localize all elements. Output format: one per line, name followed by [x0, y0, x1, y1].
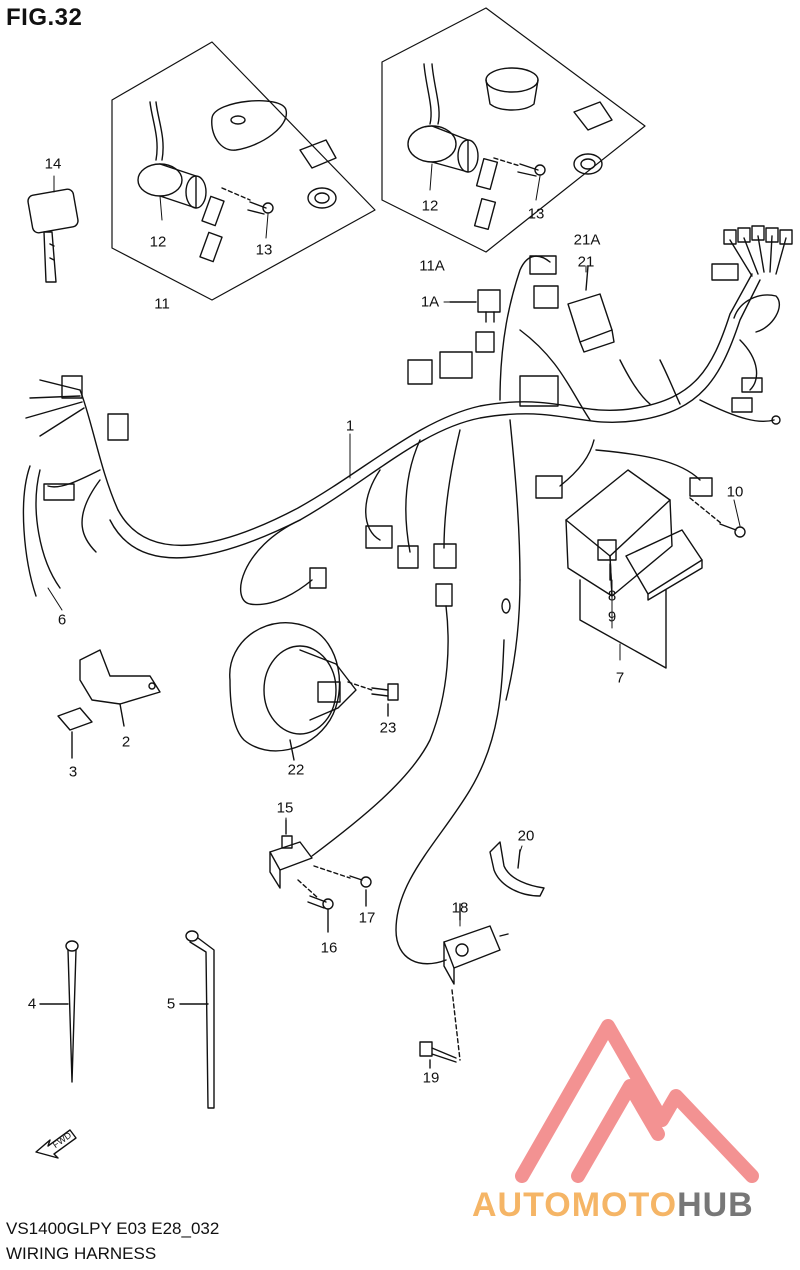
callout-3: 3	[68, 763, 78, 781]
callout-7: 7	[615, 669, 625, 687]
relay-21	[567, 265, 615, 353]
callout-18: 18	[451, 899, 469, 917]
switch-15	[269, 583, 453, 899]
fuse-1A	[449, 289, 501, 323]
ignition-switch-12b	[407, 63, 521, 231]
screw-13b	[517, 163, 546, 177]
bracket-2	[79, 649, 161, 727]
cable-tie-5	[179, 930, 215, 1109]
kit-box-11	[111, 41, 376, 301]
watermark-text-gray: HUB	[677, 1186, 754, 1224]
callout-2: 2	[121, 733, 131, 751]
pad-3	[57, 707, 93, 759]
fwd-arrow-icon	[35, 1129, 77, 1159]
clamp-20	[489, 841, 545, 897]
callout-17: 17	[358, 909, 376, 927]
watermark-text-colored: AUTOMOTO	[472, 1186, 678, 1224]
bolt-23	[371, 683, 399, 717]
callout-19: 19	[422, 1069, 440, 1087]
callout-14: 14	[44, 155, 62, 173]
screw-13a	[247, 201, 274, 215]
figure-title: FIG.32	[6, 4, 83, 31]
horn-22	[229, 622, 373, 761]
callout-9: 9	[607, 608, 617, 626]
callout-13a: 13	[255, 241, 273, 259]
regulator-7	[565, 469, 703, 669]
main-wiring-harness-1	[22, 225, 793, 606]
connector-8-9	[597, 539, 617, 581]
callout-10: 10	[726, 483, 744, 501]
key-14	[27, 188, 79, 283]
callout-12a: 12	[149, 233, 167, 251]
callout-16: 16	[320, 939, 338, 957]
callout-12b: 12	[421, 197, 439, 215]
leader-lines	[47, 163, 741, 927]
callout-21: 21	[577, 253, 595, 271]
callout-1A: 1A	[420, 293, 440, 311]
section-name: WIRING HARNESS	[6, 1244, 157, 1263]
callout-6: 6	[57, 611, 67, 629]
callout-11: 11	[154, 295, 170, 313]
screw-10	[689, 497, 746, 538]
callout-1: 1	[345, 417, 355, 435]
screw-16	[307, 895, 334, 933]
callout-20: 20	[517, 827, 535, 845]
cable-tie-4	[39, 940, 79, 1083]
watermark-text: AUTOMOTOHUB	[472, 1186, 754, 1225]
kit-box-11A	[381, 7, 646, 253]
callout-22: 22	[287, 761, 305, 779]
callout-23: 23	[379, 719, 397, 737]
cover-cap-11A	[485, 67, 613, 175]
watermark-logo-icon	[515, 1019, 759, 1183]
callout-4: 4	[27, 995, 37, 1013]
callout-11A: 11A	[419, 257, 445, 275]
callout-13b: 13	[527, 205, 545, 223]
screw-17	[349, 875, 372, 907]
callout-15: 15	[276, 799, 294, 817]
callout-5: 5	[166, 995, 176, 1013]
callout-8: 8	[607, 587, 617, 605]
cover-cap-11	[211, 100, 337, 209]
model-code: VS1400GLPY E03 E28_032	[6, 1219, 220, 1238]
sensor-18	[395, 579, 521, 1061]
callout-21A: 21A	[573, 231, 601, 249]
bolt-19	[419, 1041, 457, 1069]
